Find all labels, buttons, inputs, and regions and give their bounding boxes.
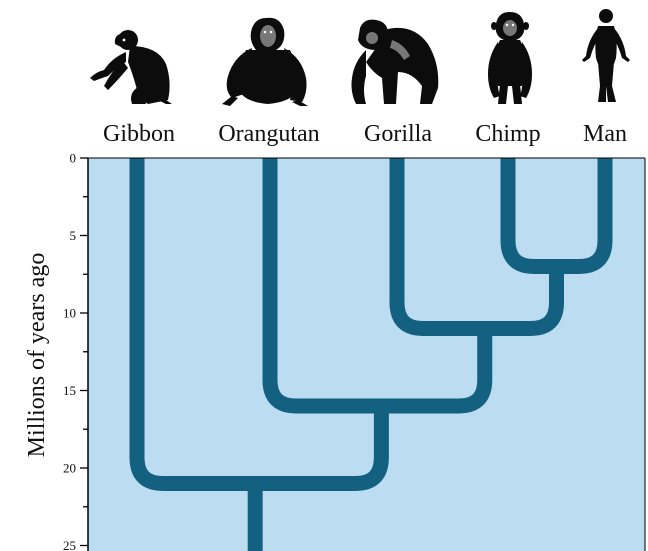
taxon-label-gibbon: Gibbon [103, 121, 175, 147]
orangutan-icon [222, 17, 308, 106]
gibbon-icon [90, 30, 172, 104]
taxon-label-man: Man [583, 121, 627, 147]
y-tick-label: 25 [63, 538, 76, 551]
chimp-icon [488, 12, 532, 104]
man-icon [582, 9, 630, 102]
y-tick-label: 15 [63, 383, 76, 398]
taxon-label-gorilla: Gorilla [364, 121, 432, 147]
gorilla-icon [351, 19, 439, 104]
branch-gorilla-chimpman [389, 158, 564, 336]
y-tick-label: 0 [70, 151, 77, 166]
y-axis [80, 157, 646, 551]
y-axis-title: Millions of years ago [24, 253, 50, 458]
tree-branches [129, 158, 613, 551]
plot-background [88, 158, 645, 551]
taxon-label-chimp: Chimp [475, 121, 540, 147]
taxon-label-orangutan: Orangutan [218, 121, 319, 147]
y-tick-label: 20 [63, 461, 76, 476]
y-tick-label: 5 [70, 228, 77, 243]
y-tick-label: 10 [63, 306, 76, 321]
